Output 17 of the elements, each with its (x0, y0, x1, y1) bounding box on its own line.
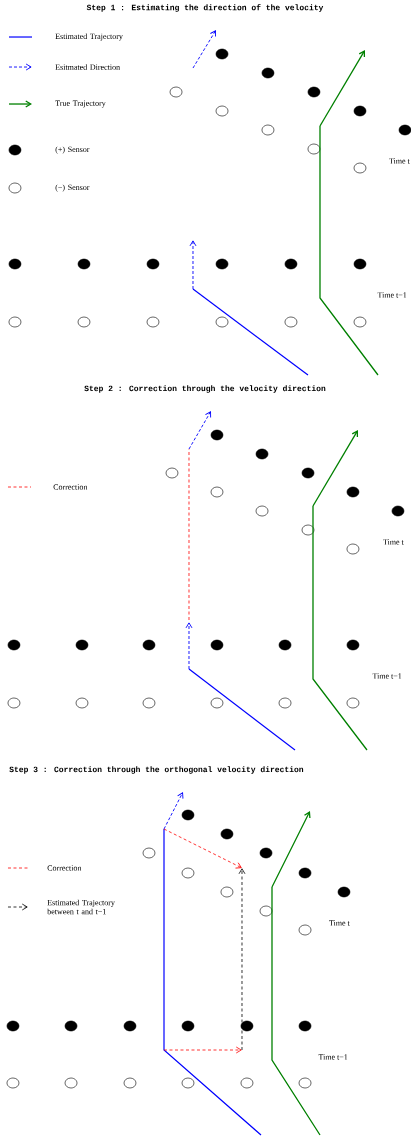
time-label: Time t (389, 158, 410, 164)
step-heading: Step 2 : Correction through the velocity direction (84, 385, 326, 393)
time-label: Time t−1 (372, 673, 402, 679)
legend-label: Correction (53, 484, 88, 490)
time-label: Time t (383, 539, 404, 545)
legend-label: Esitmated Direction (55, 64, 120, 70)
time-label: Time t−1 (377, 292, 407, 298)
legend-label: Correction (47, 865, 82, 871)
time-label: Time t (329, 920, 350, 926)
step-heading: Step 1 : Estimating the direction of the velocity (86, 4, 324, 12)
legend-label: True Trajectory (55, 100, 106, 108)
step-heading: Step 3 : Correction through the orthogonal velocity direction (9, 766, 304, 774)
time-label: Time t−1 (318, 1054, 348, 1060)
legend-label: Estimated Trajectory between t and t−1 (47, 899, 115, 915)
legend-label: (−) Sensor (55, 184, 90, 192)
legend-label: Estimated Trajectory (55, 33, 123, 41)
legend-label: (+) Sensor (55, 146, 90, 154)
